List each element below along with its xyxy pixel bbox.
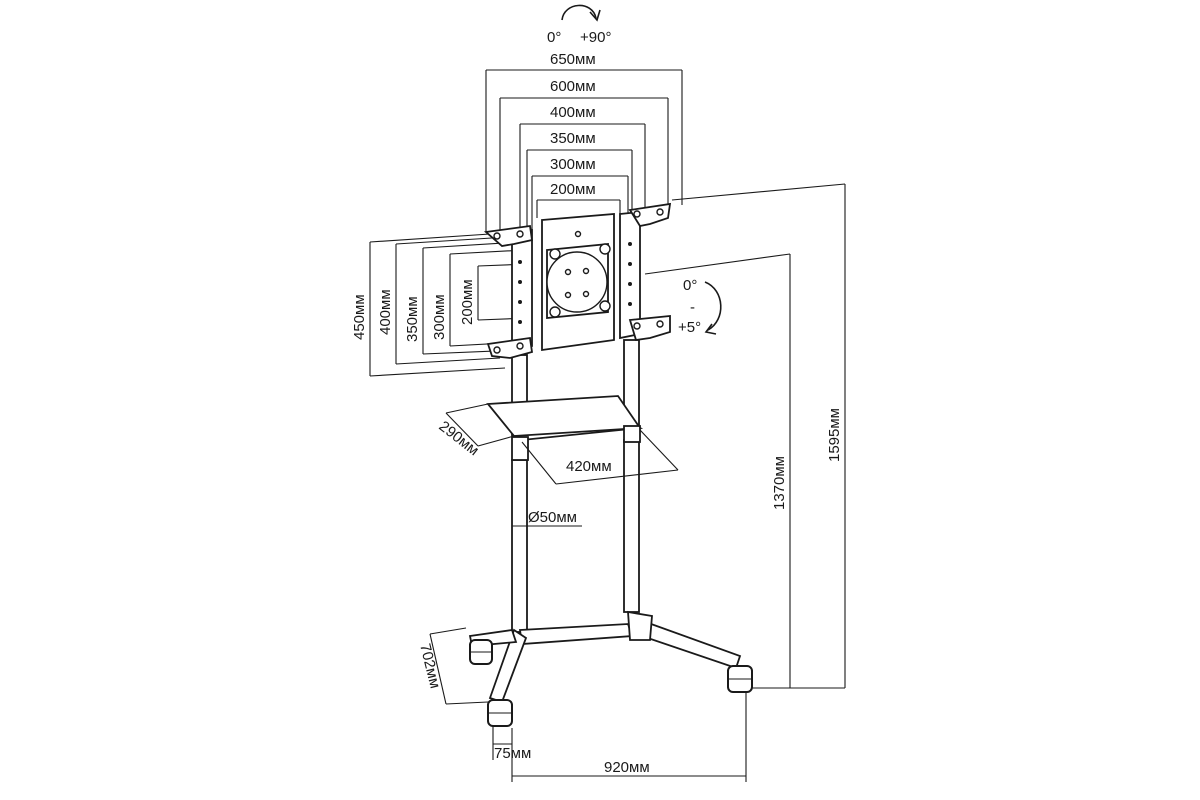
rotation-arrowhead-icon <box>589 9 601 22</box>
glass-shelf: 290мм 420мм <box>436 395 679 485</box>
tilt-arrowhead-icon <box>704 323 717 335</box>
height-mount-label: 1370мм <box>771 456 788 510</box>
shelf-depth-label: 290мм <box>436 418 482 460</box>
base-width-label: 920мм <box>604 759 650 776</box>
vesa-v-300-label: 300мм <box>431 294 448 340</box>
caster-wheel-left-front <box>487 699 513 727</box>
tilt-arrow-icon <box>704 281 722 331</box>
tilt-separator-label: - <box>690 299 695 316</box>
tilt-start-label: 0° <box>683 277 697 294</box>
wheel-offset-label: 75мм <box>494 745 531 762</box>
height-total-label: 1595мм <box>826 408 843 462</box>
vesa-h-650-label: 650мм <box>550 51 596 68</box>
caster-wheel-right <box>727 665 753 693</box>
base-depth-label: 702мм <box>416 642 444 690</box>
caster-wheel-left-back <box>469 639 493 665</box>
vesa-h-350-label: 350мм <box>550 130 596 147</box>
vesa-v-400-label: 400мм <box>377 289 394 335</box>
pole-diameter-label: Ø50мм <box>528 509 577 526</box>
vesa-v-450-label: 450мм <box>351 294 368 340</box>
shelf-width-label: 420мм <box>566 458 612 475</box>
tilt-end-label: +5° <box>678 319 701 336</box>
vesa-v-200-label: 200мм <box>459 279 476 325</box>
vesa-h-300-label: 300мм <box>550 156 596 173</box>
rotation-arrow-icon <box>561 4 597 21</box>
rotation-end-label: +90° <box>580 29 611 46</box>
vesa-v-350-label: 350мм <box>404 296 421 342</box>
vesa-h-200-label: 200мм <box>550 181 596 198</box>
rotation-start-label: 0° <box>547 29 561 46</box>
height-dimensions: 1370мм 1595мм <box>644 183 846 689</box>
wheeled-base <box>468 610 753 727</box>
vesa-horizontal-dimensions: 650мм 600мм 400мм 350мм 300мм 200мм <box>485 51 683 238</box>
vesa-h-400-label: 400мм <box>550 104 596 121</box>
vesa-h-600-label: 600мм <box>550 78 596 95</box>
support-poles <box>511 339 640 633</box>
vesa-mount-plate <box>483 202 672 359</box>
